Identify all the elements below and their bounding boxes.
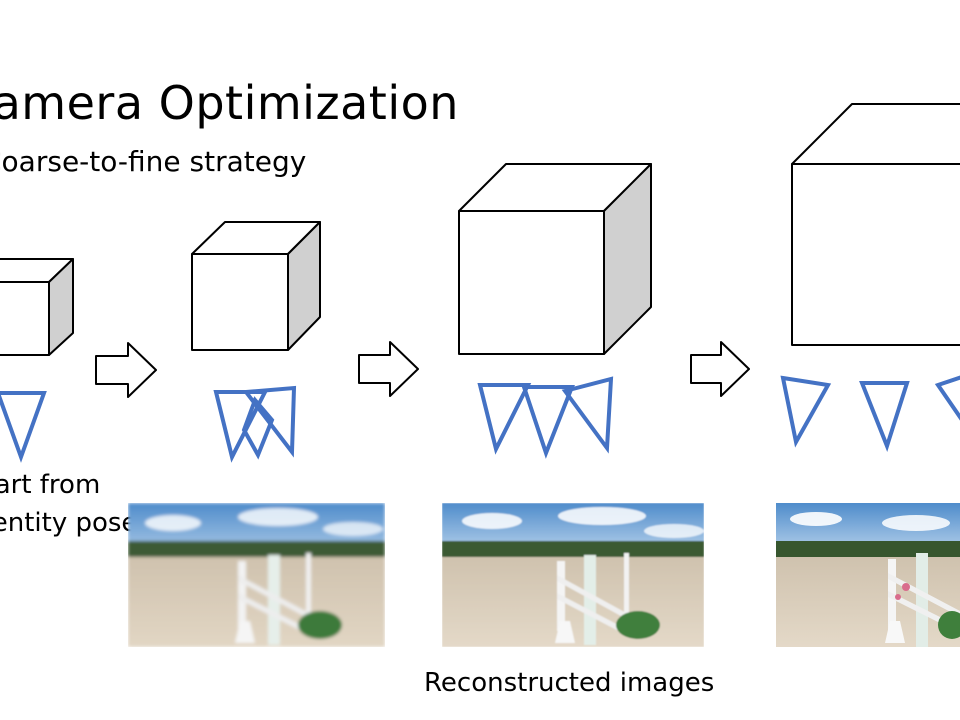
camera-frustum-icon xyxy=(242,385,297,458)
camera-frustum-icon xyxy=(561,376,614,454)
camera-frustum-icon xyxy=(477,383,532,455)
camera-frustum-icon xyxy=(213,390,269,463)
cube-stage-3 xyxy=(458,163,652,355)
reconstructed-image-1-picture xyxy=(128,503,385,647)
arrow-right-icon xyxy=(690,341,750,397)
cube-stage-1 xyxy=(0,258,74,356)
arrow-right-icon xyxy=(95,342,157,398)
camera-frustum-icon xyxy=(780,375,832,448)
camera-frustum-icon xyxy=(521,385,575,459)
slide-subtitle-text: Coarse-to-fine strategy xyxy=(0,145,307,178)
start-label: Start from identity poses xyxy=(0,466,151,542)
camera-frustum-icon xyxy=(859,381,910,452)
camera-frustum-icon xyxy=(934,375,960,421)
cube-stage-4 xyxy=(791,103,960,346)
reconstructed-images-caption: Reconstructed images xyxy=(424,668,715,698)
start-label-line1: Start from xyxy=(0,470,101,500)
cube-stage-2 xyxy=(191,221,321,351)
reconstructed-image-3-picture xyxy=(776,503,960,647)
reconstructed-image-2 xyxy=(442,503,704,647)
start-label-line2: identity poses xyxy=(0,508,151,538)
slide-subtitle: Coarse-to-fine strategy xyxy=(0,145,306,178)
camera-frustum-icon xyxy=(241,396,275,460)
arrow-right-icon xyxy=(358,341,419,397)
slide-title: Camera Optimization xyxy=(0,76,459,130)
reconstructed-image-3 xyxy=(776,503,960,647)
reconstructed-image-1 xyxy=(128,503,385,647)
reconstructed-image-2-picture xyxy=(442,503,704,647)
slide-title-text: Camera Optimization xyxy=(0,76,459,130)
camera-frustum-icon xyxy=(0,391,47,463)
